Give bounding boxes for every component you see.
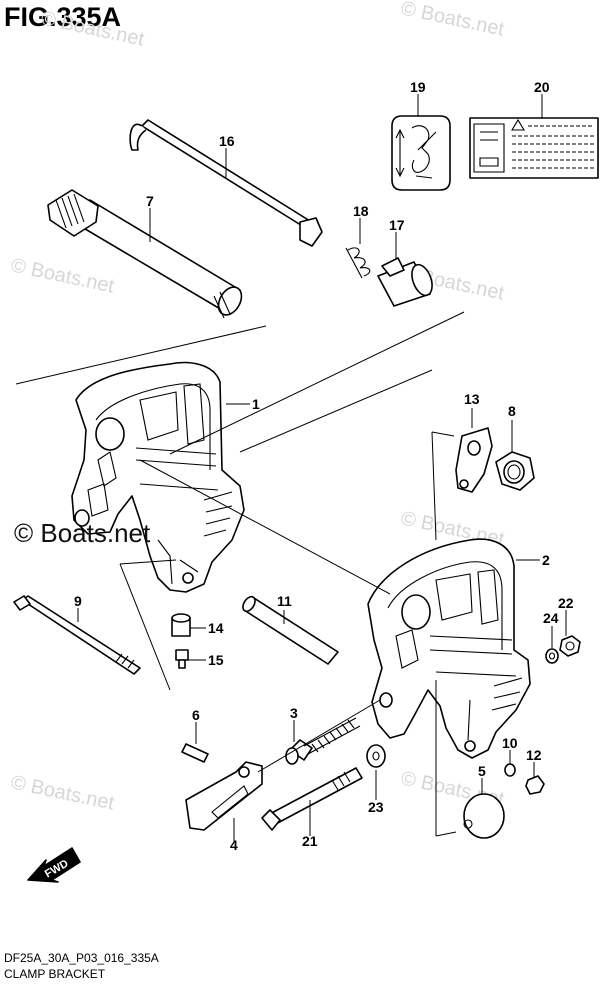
label-21: 21 bbox=[302, 833, 318, 849]
label-16: 16 bbox=[219, 133, 235, 149]
part-19-tilt-decal[interactable] bbox=[391, 115, 451, 191]
part-14-spacer[interactable] bbox=[171, 613, 191, 637]
part-20-caution-label[interactable] bbox=[469, 117, 599, 179]
watermark-main: © Boats.net bbox=[14, 518, 151, 548]
label-5: 5 bbox=[478, 763, 486, 779]
label-12: 12 bbox=[526, 747, 542, 763]
part-16-rod[interactable] bbox=[129, 119, 323, 247]
label-24: 24 bbox=[543, 610, 559, 626]
part-22-nut[interactable] bbox=[559, 635, 581, 657]
assembly-lines bbox=[15, 311, 465, 837]
label-10: 10 bbox=[502, 735, 518, 751]
figure-title: FIG.335A bbox=[4, 2, 122, 32]
part-11-pin[interactable] bbox=[240, 595, 339, 665]
label-13: 13 bbox=[464, 391, 480, 407]
part-1-left-clamp-bracket[interactable] bbox=[71, 361, 245, 593]
part-24-washer[interactable] bbox=[545, 648, 559, 664]
label-15: 15 bbox=[208, 652, 224, 668]
fwd-arrow-icon: FWD bbox=[27, 847, 81, 883]
part-23-washer[interactable] bbox=[366, 744, 386, 768]
label-23: 23 bbox=[368, 799, 384, 815]
label-4: 4 bbox=[230, 837, 238, 853]
part-10-washer[interactable] bbox=[504, 763, 516, 777]
part-17-plunger[interactable] bbox=[377, 257, 436, 307]
diagram-caption: CLAMP BRACKET bbox=[4, 967, 106, 981]
label-1: 1 bbox=[252, 396, 260, 412]
label-9: 9 bbox=[74, 593, 82, 609]
label-20: 20 bbox=[534, 79, 550, 95]
part-4-thrust-plate[interactable] bbox=[185, 761, 263, 831]
part-8-nut[interactable] bbox=[495, 451, 535, 491]
label-18: 18 bbox=[353, 203, 369, 219]
part-3-adjust-rod[interactable] bbox=[285, 717, 361, 765]
leader-lines bbox=[77, 94, 567, 842]
part-5-pad[interactable] bbox=[463, 793, 505, 839]
label-14: 14 bbox=[208, 620, 224, 636]
part-number-labels: 16 7 18 17 19 20 1 13 8 2 9 11 14 15 22 … bbox=[74, 79, 574, 853]
label-7: 7 bbox=[146, 193, 154, 209]
label-3: 3 bbox=[290, 705, 298, 721]
diagram-code: DF25A_30A_P03_016_335A bbox=[4, 951, 159, 965]
part-2-right-clamp-bracket[interactable] bbox=[367, 538, 531, 759]
part-6-pin[interactable] bbox=[181, 743, 209, 763]
label-17: 17 bbox=[389, 217, 405, 233]
part-15-bolt[interactable] bbox=[175, 649, 189, 669]
part-13-plate[interactable] bbox=[455, 427, 493, 493]
label-6: 6 bbox=[192, 707, 200, 723]
label-19: 19 bbox=[410, 79, 426, 95]
part-9-bolt[interactable] bbox=[13, 595, 141, 675]
part-7-tilt-tube[interactable] bbox=[47, 189, 246, 319]
label-22: 22 bbox=[558, 595, 574, 611]
label-2: 2 bbox=[542, 552, 550, 568]
part-21-bolt[interactable] bbox=[261, 767, 363, 831]
label-8: 8 bbox=[508, 403, 516, 419]
part-18-spring[interactable] bbox=[345, 247, 371, 279]
label-11: 11 bbox=[277, 593, 292, 609]
part-12-nut[interactable] bbox=[525, 775, 545, 795]
